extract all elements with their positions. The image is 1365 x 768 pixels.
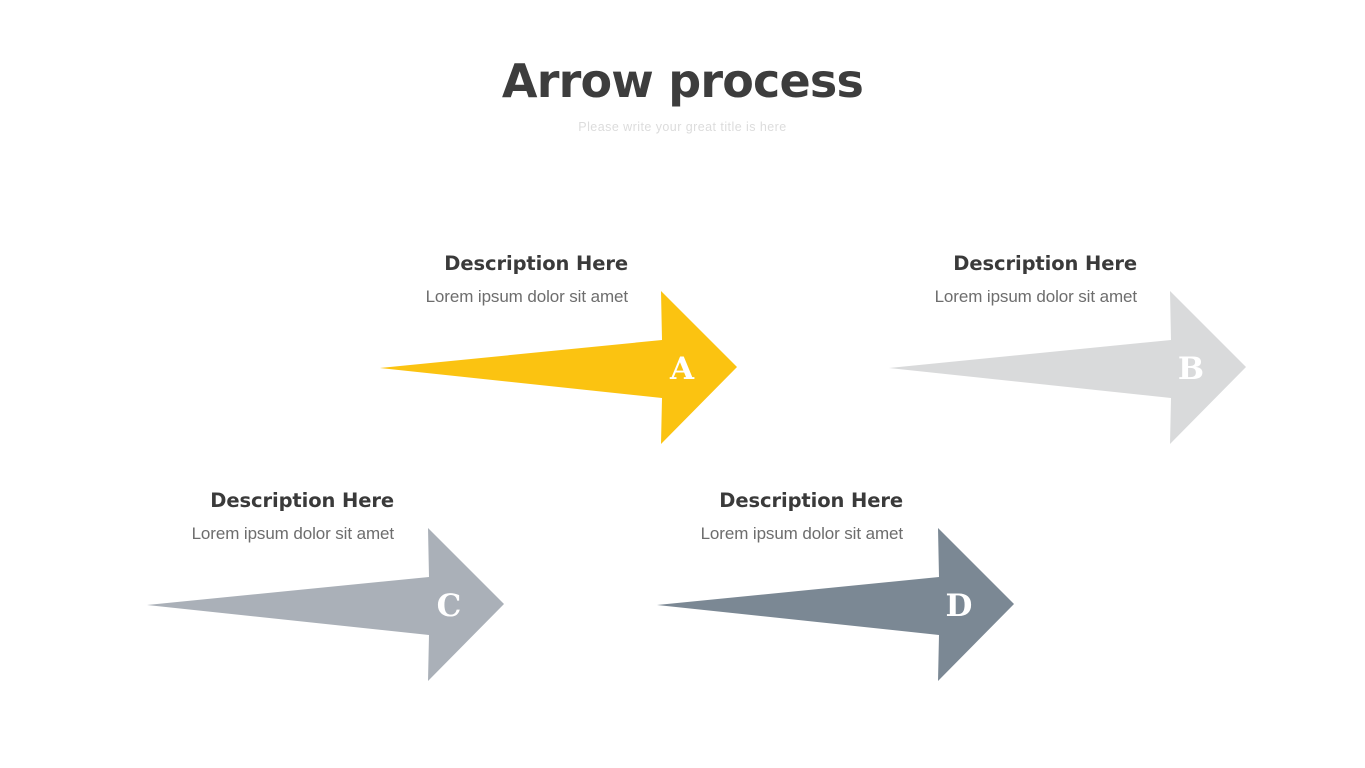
- arrow-a-letter: A: [669, 351, 695, 387]
- caption-text-c: Lorem ipsum dolor sit amet: [191, 524, 395, 544]
- caption-title-a: Description Here: [444, 252, 628, 275]
- arrow-shape-b: B: [889, 291, 1246, 444]
- arrow-shape-a: A: [380, 291, 737, 444]
- caption-title-d: Description Here: [719, 489, 903, 512]
- caption-title-b: Description Here: [953, 252, 1137, 275]
- page-title: Arrow process: [501, 54, 864, 108]
- arrow-d-path: [657, 528, 1014, 681]
- arrow-item-d[interactable]: D: [657, 528, 1017, 683]
- caption-text-d: Lorem ipsum dolor sit amet: [700, 524, 904, 544]
- arrow-item-b[interactable]: B: [889, 291, 1249, 446]
- arrow-item-c[interactable]: C: [147, 528, 507, 683]
- arrow-c-path: [147, 528, 504, 681]
- caption-title-c: Description Here: [210, 489, 394, 512]
- caption-text-b: Lorem ipsum dolor sit amet: [934, 287, 1138, 307]
- caption-text-a: Lorem ipsum dolor sit amet: [425, 287, 629, 307]
- page-subtitle: Please write your great title is here: [578, 120, 787, 134]
- arrow-item-a[interactable]: A: [380, 291, 740, 446]
- caption-block-a: Description Here Lorem ipsum dolor sit a…: [178, 252, 629, 308]
- arrow-shape-c: C: [147, 528, 504, 681]
- arrow-a-path: [380, 291, 737, 444]
- caption-block-c: Description Here Lorem ipsum dolor sit a…: [0, 489, 395, 545]
- slide-header: Arrow process Please write your great ti…: [0, 58, 1365, 134]
- caption-block-d: Description Here Lorem ipsum dolor sit a…: [453, 489, 904, 545]
- arrow-b-path: [889, 291, 1246, 444]
- arrow-d-letter: D: [946, 588, 973, 624]
- arrow-b-letter: B: [1178, 351, 1204, 387]
- caption-block-b: Description Here Lorem ipsum dolor sit a…: [687, 252, 1138, 308]
- arrow-c-letter: C: [437, 588, 462, 624]
- arrow-shape-d: D: [657, 528, 1014, 681]
